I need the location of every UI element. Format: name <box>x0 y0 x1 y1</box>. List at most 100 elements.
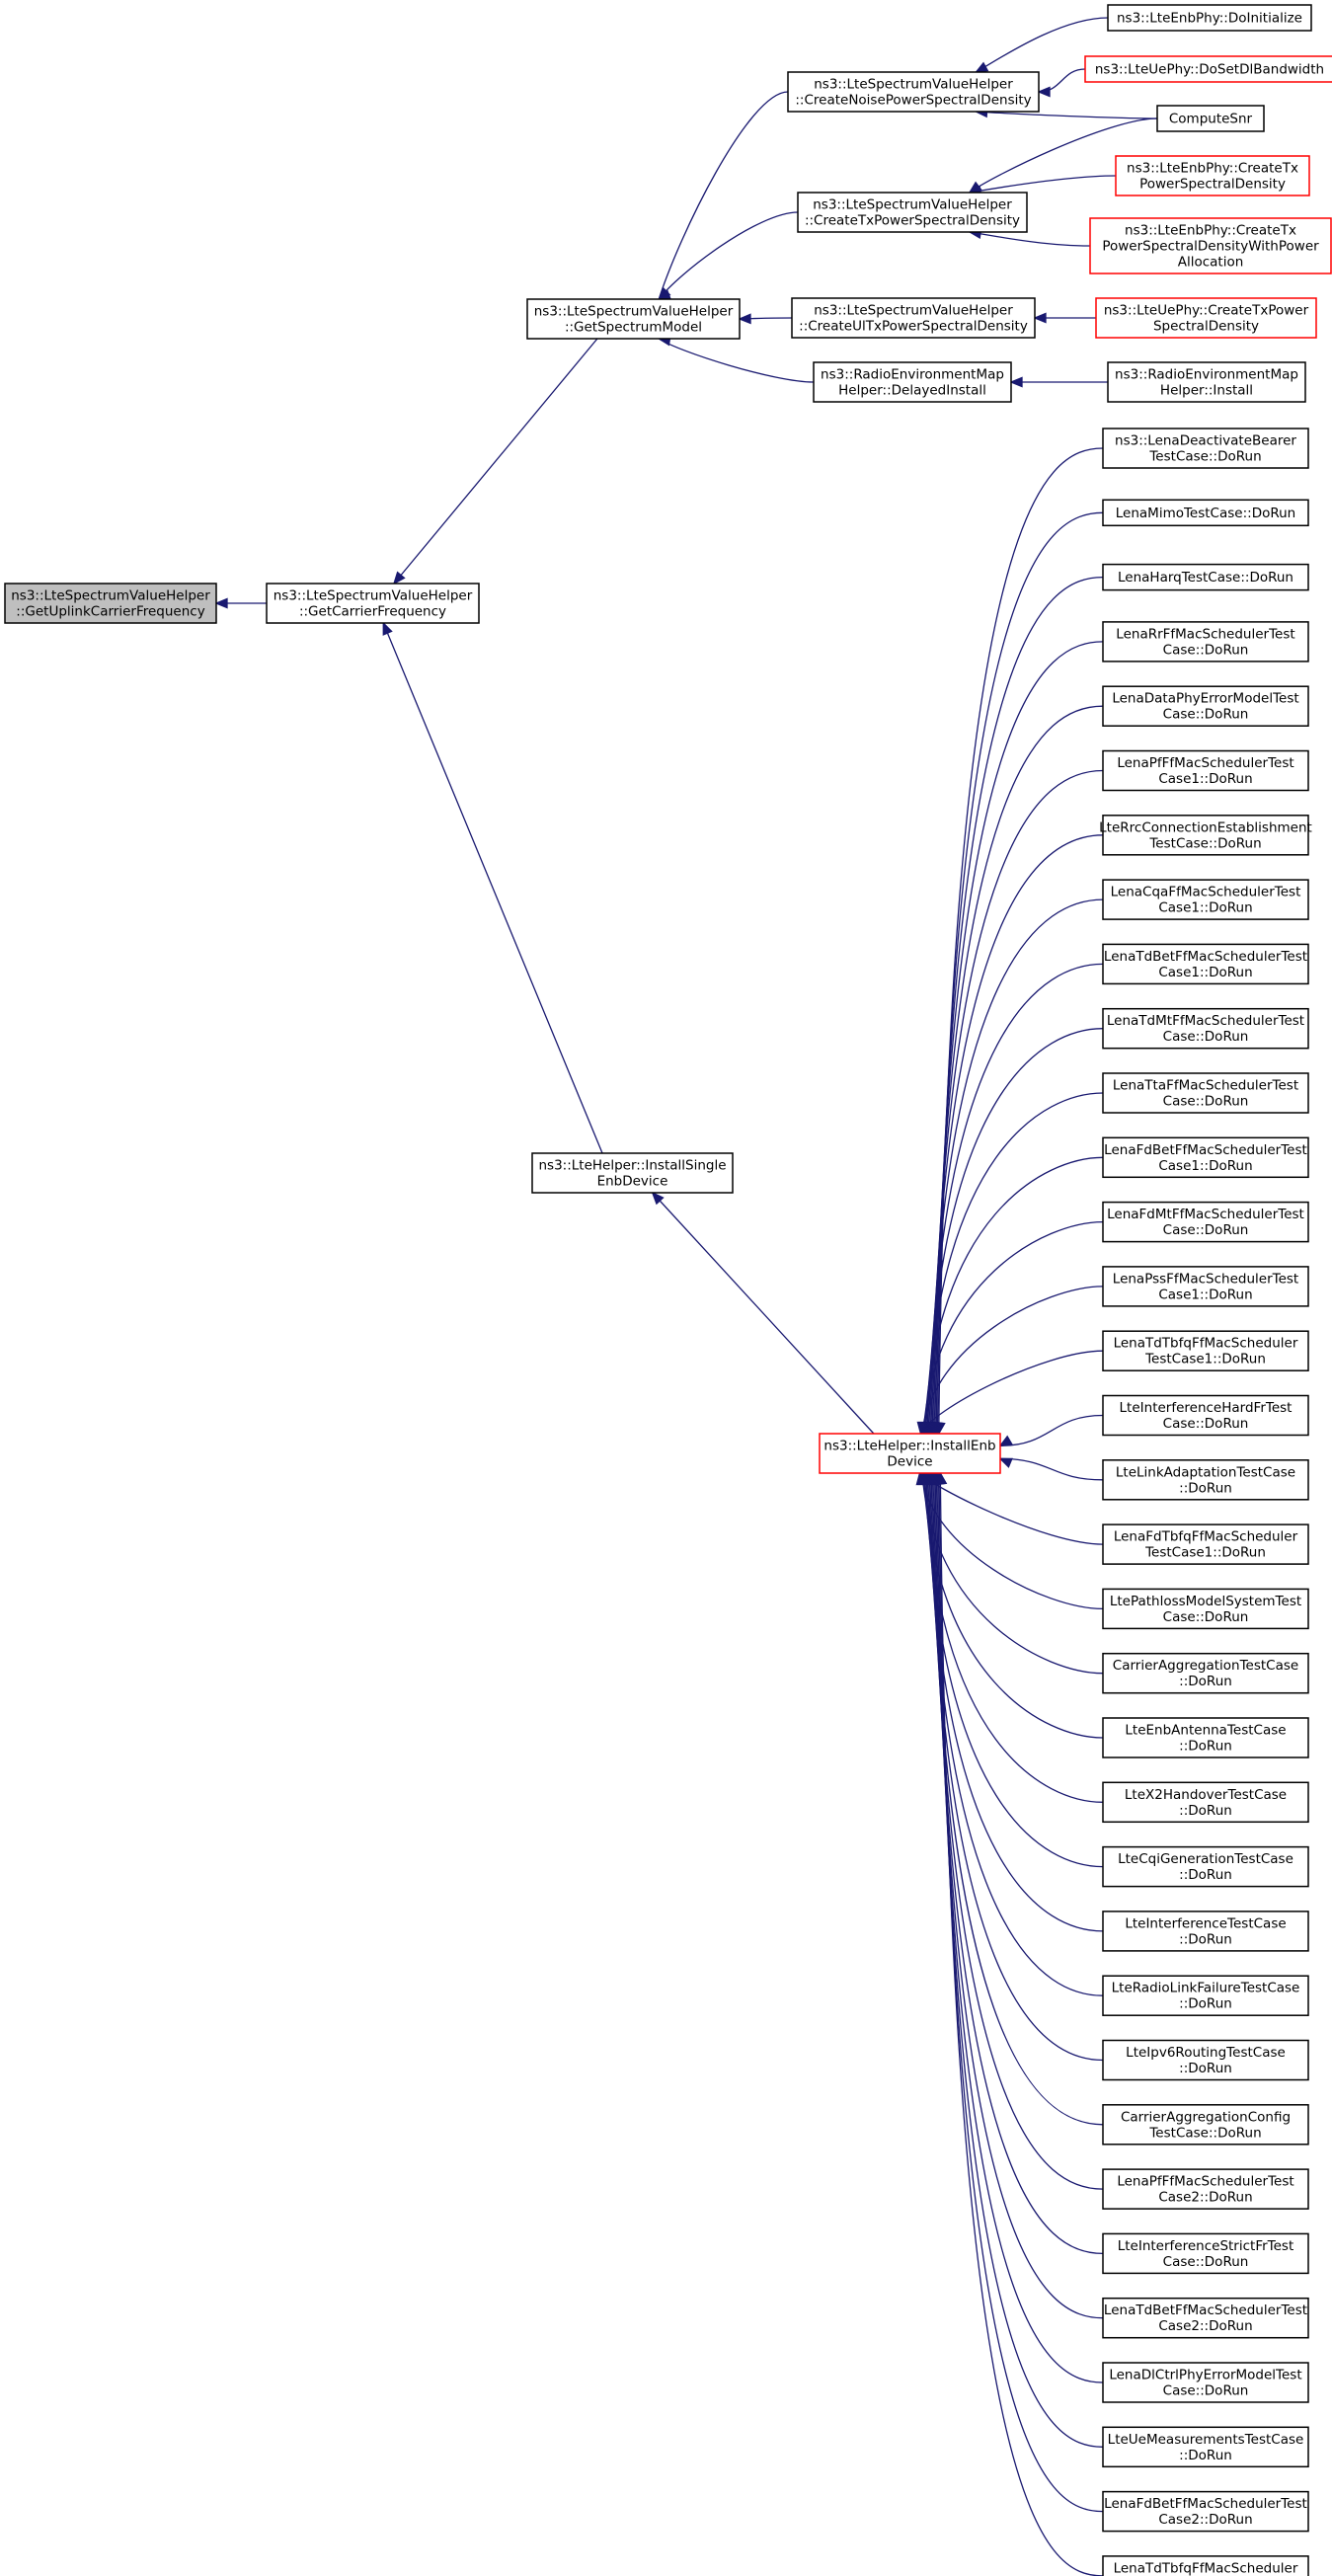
node-label-line: EnbDevice <box>597 1174 668 1190</box>
graph-node-t31[interactable]: LteUeMeasurementsTestCase::DoRun <box>1102 2426 1309 2468</box>
edge-t21-to-n4 <box>920 1471 1104 1803</box>
node-box <box>813 361 1012 403</box>
node-box <box>1102 1652 1309 1694</box>
node-label-line: LenaFdMtFfMacSchedulerTest <box>1107 1207 1304 1222</box>
node-box <box>1102 1717 1309 1758</box>
edge-t15-to-n4 <box>998 1414 1104 1447</box>
edge-line <box>938 447 1104 1435</box>
graph-node-t20[interactable]: LteEnbAntennaTestCase::DoRun <box>1102 1717 1309 1758</box>
graph-node-n1[interactable]: ns3::LteSpectrumValueHelper::GetCarrierF… <box>266 583 480 624</box>
node-label-line: LenaFdBetFfMacSchedulerTest <box>1104 2496 1307 2512</box>
node-label-line: ns3::LteEnbPhy::CreateTx <box>1127 161 1298 177</box>
graph-node-t2[interactable]: LenaHarqTestCase::DoRun <box>1102 563 1309 591</box>
edge-t4-to-n4 <box>929 705 1104 1436</box>
node-label-line: PowerSpectralDensity <box>1139 177 1286 193</box>
edge-line <box>934 1472 1104 2319</box>
node-box <box>1084 55 1332 83</box>
graph-node-n5[interactable]: ns3::LteSpectrumValueHelper::CreateNoise… <box>787 71 1040 113</box>
graph-node-n13[interactable]: ns3::LteEnbPhy::CreateTxPowerSpectralDen… <box>1089 217 1332 274</box>
node-box <box>526 298 741 340</box>
graph-node-t23[interactable]: LteInterferenceTestCase::DoRun <box>1102 1911 1309 1952</box>
graph-node-t6[interactable]: LteRrcConnectionEstablishmentTestCase::D… <box>1099 815 1312 856</box>
graph-node-t25[interactable]: LteIpv6RoutingTestCase::DoRun <box>1102 2039 1309 2081</box>
edge-line <box>931 1472 1104 2190</box>
edge-t25-to-n4 <box>926 1471 1104 2062</box>
node-box <box>1102 1588 1309 1630</box>
node-label-line: LenaPssFfMacSchedulerTest <box>1113 1271 1298 1287</box>
graph-node-t24[interactable]: LteRadioLinkFailureTestCase::DoRun <box>1102 1975 1309 2016</box>
graph-node-n2[interactable]: ns3::LteSpectrumValueHelper::GetSpectrum… <box>526 298 741 340</box>
node-box <box>1102 1072 1309 1114</box>
node-box <box>1102 1845 1309 1888</box>
edge-line <box>925 1092 1104 1435</box>
node-label-line: ::DoRun <box>1179 1739 1232 1755</box>
node-box <box>1102 2426 1309 2468</box>
node-box <box>1107 361 1306 403</box>
node-label-line: LteIpv6RoutingTestCase <box>1126 2045 1286 2061</box>
node-box <box>1102 1266 1309 1307</box>
graph-node-t33[interactable]: LenaTdTbfqFfMacSchedulerTestCase2::DoRun <box>1102 2555 1309 2576</box>
graph-node-t16[interactable]: LteLinkAdaptationTestCase::DoRun <box>1102 1459 1309 1501</box>
graph-node-n8[interactable]: ns3::RadioEnvironmentMapHelper::DelayedI… <box>813 361 1012 403</box>
graph-node-n6[interactable]: ns3::LteSpectrumValueHelper::CreateTxPow… <box>797 192 1028 233</box>
graph-node-t19[interactable]: CarrierAggregationTestCase::DoRun <box>1102 1652 1309 1694</box>
edge-t12-to-n4 <box>919 1220 1104 1436</box>
node-box <box>1102 1911 1309 1952</box>
node-label-line: ::GetSpectrumModel <box>565 320 702 336</box>
graph-node-t1[interactable]: LenaMimoTestCase::DoRun <box>1102 499 1309 527</box>
node-box <box>1102 499 1309 527</box>
node-box <box>1089 217 1332 274</box>
node-label-line: ns3::LteEnbPhy::CreateTx <box>1125 223 1296 239</box>
graph-node-t21[interactable]: LteX2HandoverTestCase::DoRun <box>1102 1781 1309 1824</box>
graph-node-n7[interactable]: ns3::LteSpectrumValueHelper::CreateUlTxP… <box>791 297 1036 339</box>
node-label-line: Case1::DoRun <box>1158 900 1252 916</box>
node-label-line: ns3::LteSpectrumValueHelper <box>11 588 210 604</box>
graph-node-n11[interactable]: ComputeSnr <box>1156 105 1265 132</box>
edge-n8-to-n2 <box>657 335 815 383</box>
node-box <box>1102 879 1309 920</box>
node-box <box>1102 1330 1309 1371</box>
node-box <box>1102 2362 1309 2403</box>
edge-t16-to-n4 <box>998 1457 1104 1481</box>
node-label-line: LenaDataPhyErrorModelTest <box>1112 691 1298 707</box>
graph-node-n12[interactable]: ns3::LteEnbPhy::CreateTxPowerSpectralDen… <box>1115 155 1310 196</box>
graph-node-n10[interactable]: ns3::LteUePhy::DoSetDlBandwidth <box>1084 55 1332 83</box>
graph-node-n9[interactable]: ns3::LteEnbPhy::DoInitialize <box>1107 4 1312 32</box>
graph-node-n14[interactable]: ns3::LteUePhy::CreateTxPowerSpectralDens… <box>1095 297 1317 339</box>
node-label-line: LteX2HandoverTestCase <box>1125 1787 1287 1803</box>
edge-line <box>930 834 1104 1435</box>
edge-n10-to-n5 <box>1037 68 1086 98</box>
node-box <box>1102 2490 1309 2533</box>
node-box <box>1102 1136 1309 1179</box>
graph-node-t22[interactable]: LteCqiGenerationTestCase::DoRun <box>1102 1845 1309 1888</box>
edge-arrowhead <box>974 61 989 73</box>
node-box <box>819 1433 1001 1474</box>
node-box <box>1102 1781 1309 1824</box>
node-box <box>1102 815 1309 856</box>
